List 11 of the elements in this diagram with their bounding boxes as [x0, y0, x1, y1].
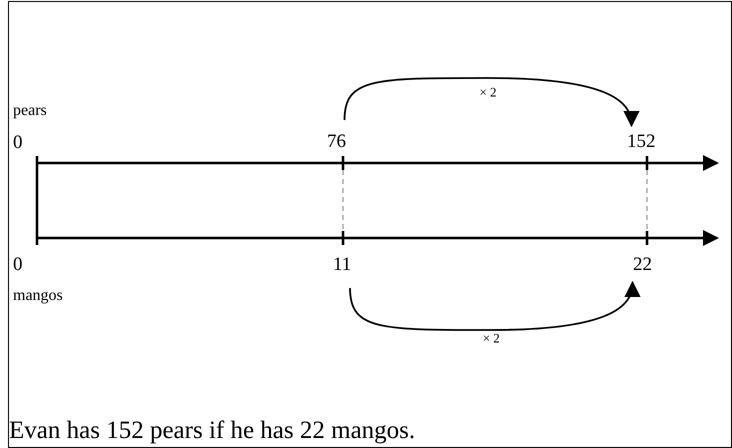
axis-label: pears	[13, 103, 47, 119]
caption: Evan has 152 pears if he has 22 mangos.	[9, 417, 416, 445]
number-label: 0	[13, 133, 22, 152]
number-label: 152	[627, 132, 656, 151]
number-label: 76	[327, 132, 346, 151]
number-label: 0	[13, 255, 22, 274]
number-label: 22	[633, 255, 652, 274]
axis-label: mangos	[13, 288, 63, 304]
arrow	[344, 77, 638, 128]
arrow	[349, 280, 640, 331]
number-label: 11	[333, 255, 352, 274]
